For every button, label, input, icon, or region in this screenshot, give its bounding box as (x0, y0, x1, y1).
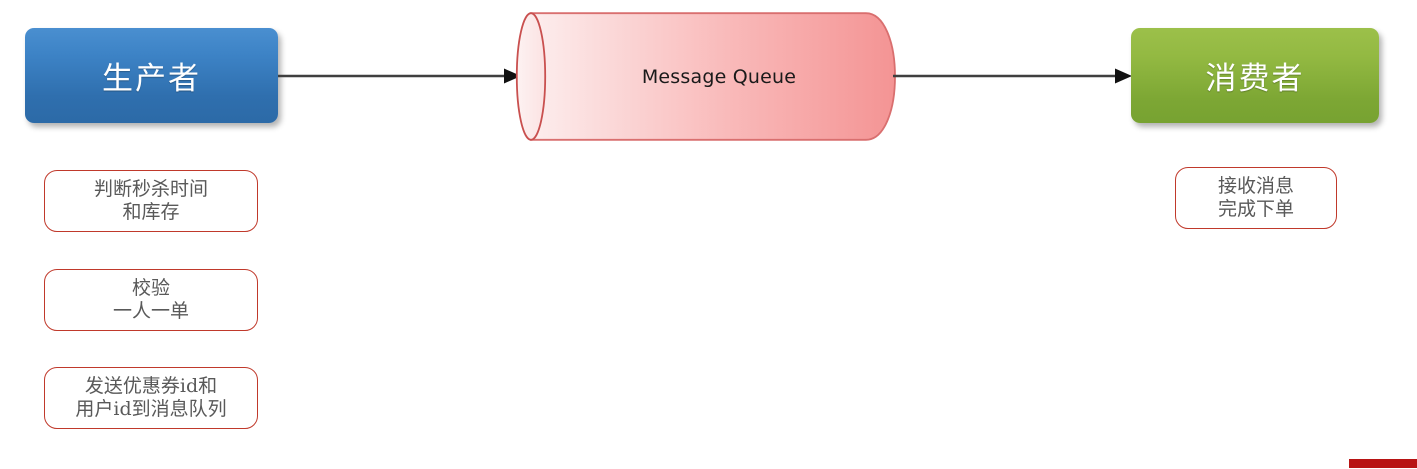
note-check-time-stock[interactable]: 判断秒杀时间 和库存 (44, 170, 258, 232)
note-line-1: 接收消息 (1217, 174, 1294, 197)
node-producer-label: 生产者 (102, 61, 201, 97)
node-producer[interactable]: 生产者 (25, 28, 278, 123)
node-consumer-label: 消费者 (1205, 61, 1305, 97)
node-message-queue[interactable]: Message Queue (515, 12, 896, 141)
node-message-queue-label: Message Queue (641, 65, 797, 88)
note-line-2: 和库存 (122, 201, 180, 223)
note-line-1: 校验 (131, 276, 170, 299)
note-line-1: 判断秒杀时间 (93, 177, 208, 200)
node-consumer[interactable]: 消费者 (1131, 28, 1379, 123)
note-line-2: 一人一单 (112, 300, 189, 322)
arrow-queue-to-consumer (893, 66, 1132, 86)
accent-bar (1349, 459, 1417, 468)
note-line-1: 发送优惠券id和 (84, 374, 218, 397)
note-validate-one-order[interactable]: 校验 一人一单 (44, 269, 258, 331)
note-send-ids-to-queue[interactable]: 发送优惠券id和 用户id到消息队列 (44, 367, 258, 429)
note-line-2: 用户id到消息队列 (75, 398, 227, 420)
arrow-producer-to-queue (278, 66, 521, 86)
note-line-2: 完成下单 (1217, 198, 1294, 220)
note-receive-and-order[interactable]: 接收消息 完成下单 (1175, 167, 1337, 229)
